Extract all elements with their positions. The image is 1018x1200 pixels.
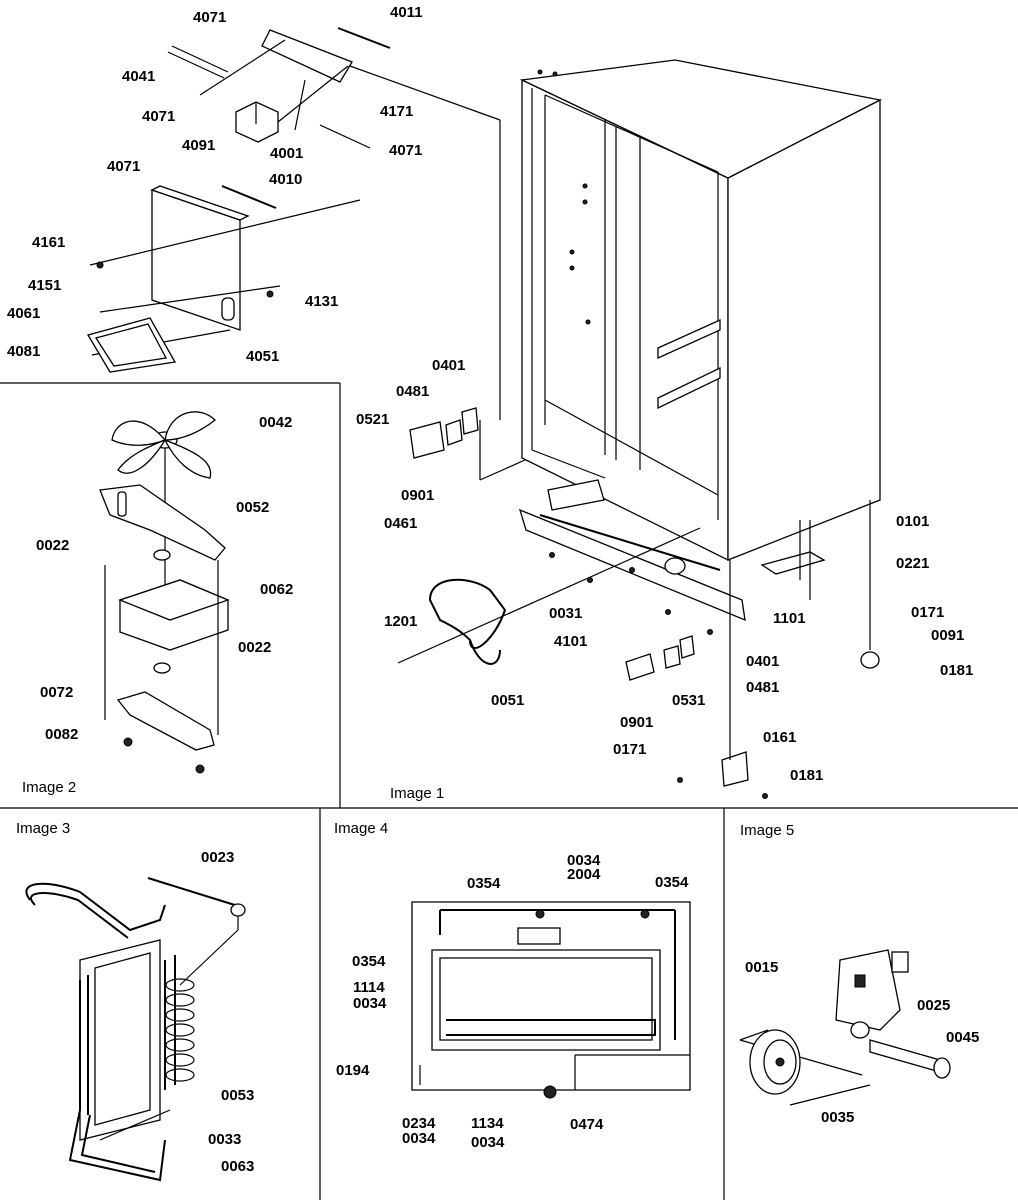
- part-label: 0062: [260, 581, 293, 598]
- part-label: 0034: [402, 1130, 436, 1147]
- part-label: 0181: [790, 767, 823, 784]
- part-label: 0194: [336, 1062, 370, 1079]
- part-label: 0023: [201, 849, 234, 866]
- part-label: 0481: [746, 679, 779, 696]
- part-label: 0221: [896, 555, 929, 572]
- labels-image3: 0023 0053 0033 0063: [201, 849, 254, 1175]
- part-label: 0052: [236, 499, 269, 516]
- part-label: 4151: [28, 277, 61, 294]
- part-label: 0181: [940, 662, 973, 679]
- fan-motor-drawing: [99, 411, 230, 774]
- evaporator-drawing: [25, 877, 246, 1182]
- captions: Image 1 Image 2 Image 3 Image 4 Image 5: [16, 779, 794, 839]
- part-label: 0354: [352, 953, 386, 970]
- evaporator-coils: [79, 955, 195, 1115]
- part-label: 0901: [401, 487, 434, 504]
- part-label: 4101: [554, 633, 587, 650]
- caption-image5: Image 5: [740, 822, 794, 839]
- part-label: 0063: [221, 1158, 254, 1175]
- part-label: 0035: [821, 1109, 854, 1126]
- roller-drawing: [739, 949, 951, 1106]
- part-label: 4061: [7, 305, 40, 322]
- part-label: 0031: [549, 605, 582, 622]
- part-label: 0354: [467, 875, 501, 892]
- part-label: 0053: [221, 1087, 254, 1104]
- caption-image1: Image 1: [390, 785, 444, 802]
- part-label: 0042: [259, 414, 292, 431]
- caption-image2: Image 2: [22, 779, 76, 796]
- part-label: 0461: [384, 515, 417, 532]
- part-label: 0072: [40, 684, 73, 701]
- part-label: 0354: [655, 874, 689, 891]
- part-label: 4131: [305, 293, 338, 310]
- part-label: 0033: [208, 1131, 241, 1148]
- caption-image3: Image 3: [16, 820, 70, 837]
- part-label: 0091: [931, 627, 964, 644]
- labels-image1: 0401 0481 0521 0901 0461 1201 0031 4101 …: [356, 357, 973, 784]
- part-label: 0234: [402, 1115, 436, 1132]
- liner-drawing: [411, 901, 691, 1099]
- labels-image2: 0042 0052 0022 0062 0022 0072 0082: [36, 414, 293, 743]
- part-label: 0034: [471, 1134, 505, 1151]
- part-label: 4071: [389, 142, 422, 159]
- part-label: 0171: [911, 604, 944, 621]
- part-label: 4161: [32, 234, 65, 251]
- part-label: 4071: [107, 158, 140, 175]
- part-label: 1201: [384, 613, 417, 630]
- cabinet-drawing: [397, 59, 882, 799]
- part-label: 4171: [380, 103, 413, 120]
- part-label: 1101: [773, 610, 806, 627]
- part-label: 0481: [396, 383, 429, 400]
- part-label: 0022: [36, 537, 69, 554]
- part-label: 4001: [270, 145, 303, 162]
- labels-image5: 0015 0025 0045 0035: [745, 959, 979, 1126]
- part-label: 1114: [353, 979, 385, 996]
- part-label: 0034: [353, 995, 387, 1012]
- labels-image4: 0034 2004 0354 0354 0354 1114 0034 0194 …: [336, 852, 689, 1151]
- part-label: 4071: [142, 108, 175, 125]
- part-label: 4051: [246, 348, 279, 365]
- part-label: 0101: [896, 513, 929, 530]
- part-label: 0045: [946, 1029, 979, 1046]
- part-label: 0171: [613, 741, 646, 758]
- part-label: 0015: [745, 959, 778, 976]
- part-label: 0082: [45, 726, 78, 743]
- panel-borders: [0, 382, 1018, 1200]
- part-label: 0161: [763, 729, 796, 746]
- part-label: 1134: [471, 1115, 504, 1132]
- part-label: 0401: [432, 357, 465, 374]
- control-housing-drawing: [87, 27, 501, 420]
- part-label: 0051: [491, 692, 524, 709]
- caption-image4: Image 4: [334, 820, 388, 837]
- part-label: 0474: [570, 1116, 604, 1133]
- part-label: 0034: [567, 852, 601, 869]
- part-label: 0022: [238, 639, 271, 656]
- part-label: 0901: [620, 714, 653, 731]
- part-label: 2004: [567, 866, 601, 883]
- labels-top: 4071 4011 4041 4071 4171 4091 4001 4071 …: [7, 4, 423, 365]
- part-label: 4010: [269, 171, 302, 188]
- part-label: 4081: [7, 343, 40, 360]
- part-label: 4041: [122, 68, 155, 85]
- part-label: 0401: [746, 653, 779, 670]
- part-label: 0531: [672, 692, 705, 709]
- part-label: 4091: [182, 137, 215, 154]
- part-label: 4071: [193, 9, 226, 26]
- part-label: 0521: [356, 411, 389, 428]
- part-label: 0025: [917, 997, 950, 1014]
- part-label: 4011: [390, 4, 423, 21]
